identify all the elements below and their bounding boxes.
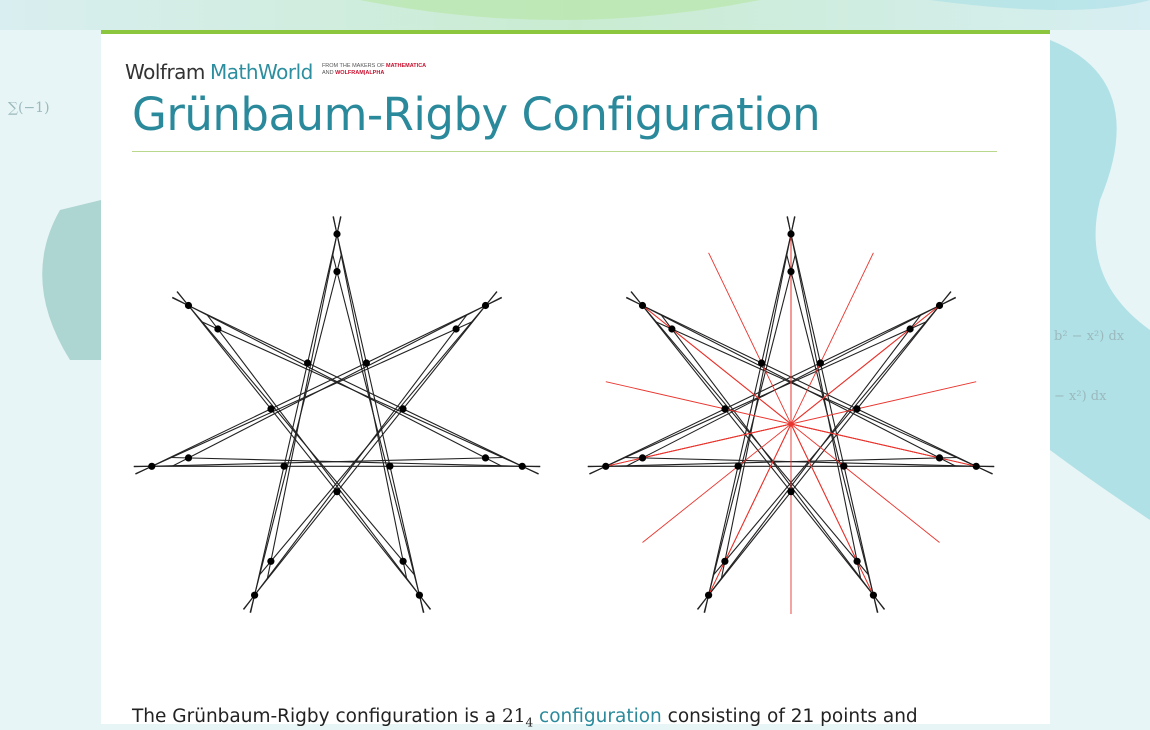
config-point xyxy=(267,557,275,565)
config-point xyxy=(399,557,407,565)
config-line xyxy=(135,297,503,475)
config-notation: 214 xyxy=(501,706,534,730)
config-point xyxy=(518,462,526,470)
config-point xyxy=(638,301,647,310)
logo-tagline-2: AND xyxy=(321,69,334,76)
svg-text:− x²) dx: − x²) dx xyxy=(1054,389,1107,404)
config-line-red xyxy=(790,328,911,425)
config-point xyxy=(787,230,795,238)
svg-text:b² − x²) dx: b² − x²) dx xyxy=(1054,329,1125,344)
config-point xyxy=(452,325,460,333)
config-point xyxy=(935,301,944,310)
config-point xyxy=(758,359,766,367)
config-point xyxy=(869,591,878,599)
config-point xyxy=(214,325,222,333)
logo-tagline: FROM THE MAKERS OF MATHEMATICA AND WOLFR… xyxy=(322,63,426,76)
config-point xyxy=(721,557,729,565)
config-point xyxy=(267,405,275,413)
logo-tagline-2-bold: WOLFRAM|ALPHA xyxy=(335,69,385,76)
config-point xyxy=(787,488,795,496)
config-line-red xyxy=(671,328,792,425)
article-card: Wolfram MathWorld FROM THE MAKERS OF MAT… xyxy=(101,30,1050,730)
configuration-figure xyxy=(133,216,995,614)
config-point xyxy=(333,488,341,496)
config-line xyxy=(242,291,498,610)
config-point xyxy=(705,591,713,599)
config-point xyxy=(840,462,848,470)
configuration-link[interactable]: configuration xyxy=(539,706,662,727)
config-point xyxy=(399,405,407,413)
config-point xyxy=(721,405,729,413)
config-line xyxy=(135,321,473,475)
config-line xyxy=(176,291,432,610)
config-point xyxy=(184,454,193,462)
config-line xyxy=(201,321,539,475)
logo-mathworld-text: MathWorld xyxy=(210,60,313,84)
config-point xyxy=(906,325,914,333)
config-line xyxy=(332,254,425,613)
configuration-diagram-highlighted xyxy=(587,216,995,614)
config-line xyxy=(172,296,502,467)
config-point xyxy=(481,301,490,310)
config-line-red xyxy=(790,423,940,459)
config-line xyxy=(250,216,342,613)
configuration-diagram-plain xyxy=(133,216,541,613)
config-point xyxy=(602,462,610,470)
config-point xyxy=(853,405,861,413)
config-point xyxy=(148,462,156,470)
config-line xyxy=(243,314,468,610)
config-notation-sub: 4 xyxy=(525,715,534,730)
intro-suffix: consisting of 21 points and xyxy=(661,706,918,727)
intro-paragraph: The Grünbaum-Rigby configuration is a 21… xyxy=(132,706,1012,730)
config-point xyxy=(734,462,742,470)
config-notation-base: 21 xyxy=(501,706,526,727)
title-divider xyxy=(132,151,997,152)
config-line-red xyxy=(724,423,792,562)
config-line-red xyxy=(790,423,858,562)
logo-tagline-1: FROM THE MAKERS OF xyxy=(321,63,385,69)
config-point xyxy=(251,591,259,599)
config-point xyxy=(481,454,490,462)
config-point xyxy=(668,325,676,333)
config-line xyxy=(133,456,504,468)
config-point xyxy=(184,301,193,310)
config-line xyxy=(171,297,539,475)
config-point xyxy=(415,591,423,599)
logo-tagline-1-bold: MATHEMATICA xyxy=(386,63,427,69)
config-point xyxy=(333,268,341,276)
config-line-red xyxy=(642,423,792,459)
logo-wolfram-text: Wolfram xyxy=(125,60,205,84)
config-point xyxy=(935,454,944,462)
page-title: Grünbaum-Rigby Configuration xyxy=(132,88,821,141)
config-point xyxy=(333,230,341,238)
config-point xyxy=(280,462,288,470)
wolfram-mathworld-logo[interactable]: Wolfram MathWorld FROM THE MAKERS OF MAT… xyxy=(125,60,426,84)
config-point xyxy=(638,454,647,462)
config-line xyxy=(332,216,424,613)
config-line xyxy=(176,291,416,576)
config-point xyxy=(853,557,861,565)
config-point xyxy=(386,462,394,470)
config-point xyxy=(304,359,312,367)
config-point xyxy=(362,359,370,367)
config-point xyxy=(816,359,825,367)
config-point xyxy=(972,462,980,470)
svg-text:∑(−1): ∑(−1) xyxy=(8,100,50,116)
intro-prefix: The Grünbaum-Rigby configuration is a xyxy=(132,706,502,727)
config-point xyxy=(787,268,795,276)
